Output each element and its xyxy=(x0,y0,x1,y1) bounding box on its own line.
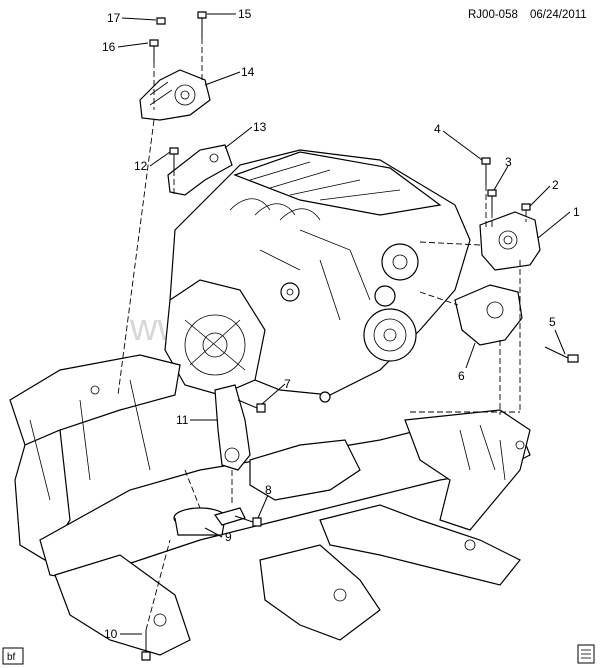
figure-date: 06/24/2011 xyxy=(530,9,587,21)
callout-13: 13 xyxy=(253,120,267,134)
callout-3: 3 xyxy=(505,155,512,169)
callout-numbers: 1 2 3 4 5 6 7 8 9 10 11 12 13 14 15 16 1… xyxy=(102,7,580,641)
lower-mount xyxy=(173,507,246,536)
corner-tag-text: bf xyxy=(7,652,16,663)
alignment-lines xyxy=(117,38,527,631)
subframe-cradle xyxy=(9,354,531,656)
callout-6: 6 xyxy=(458,369,465,383)
callout-12: 12 xyxy=(134,159,148,173)
callout-9: 9 xyxy=(225,530,232,544)
callout-4: 4 xyxy=(434,122,441,136)
callout-8: 8 xyxy=(265,483,272,497)
left-upper-mount xyxy=(139,69,211,121)
callout-14: 14 xyxy=(241,65,255,79)
callout-5: 5 xyxy=(549,315,556,329)
leader-lines xyxy=(117,13,571,635)
callout-11: 11 xyxy=(176,413,189,427)
right-mount xyxy=(479,211,541,271)
corner-tag: bf xyxy=(2,647,24,665)
transmission-bracket xyxy=(214,384,251,471)
bolts xyxy=(141,11,579,661)
left-bracket xyxy=(167,144,233,196)
right-bracket xyxy=(454,284,523,346)
callout-17: 17 xyxy=(107,11,121,25)
callout-1: 1 xyxy=(573,205,580,219)
engine-assembly xyxy=(164,149,471,403)
figure-code: RJ00-058 xyxy=(468,9,518,21)
callout-16: 16 xyxy=(102,40,116,54)
callout-15: 15 xyxy=(238,7,252,21)
callout-7: 7 xyxy=(284,377,291,391)
document-icon xyxy=(577,644,595,664)
callout-2: 2 xyxy=(552,178,559,192)
callout-10: 10 xyxy=(104,627,118,641)
